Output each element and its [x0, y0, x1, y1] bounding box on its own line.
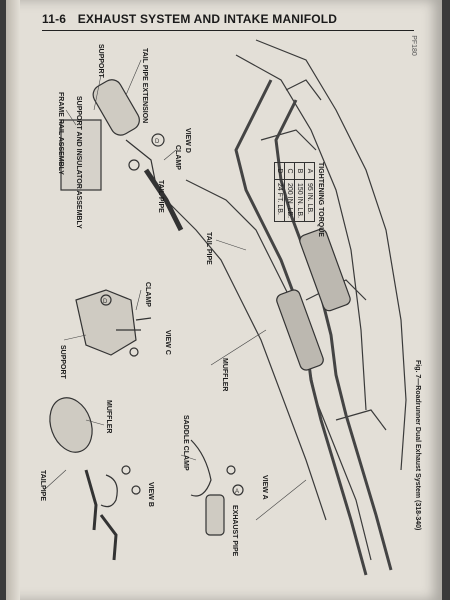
- label-saddle-clamp: SADDLE CLAMP: [182, 415, 189, 471]
- page-header: 11-6 EXHAUST SYSTEM AND INTAKE MANIFOLD: [42, 12, 422, 30]
- torque-title: TIGHTENING TORQUE: [317, 162, 324, 237]
- svg-text:A: A: [235, 489, 239, 495]
- label-view-c: VIEW C: [164, 330, 171, 355]
- torque-key: C: [284, 162, 295, 180]
- label-tail-pipe-main: TAIL PIPE: [205, 232, 212, 265]
- torque-value: 200 IN. LB.: [284, 179, 295, 222]
- torque-value: 24 FT. LB.: [274, 179, 285, 222]
- muffler-shapes: [276, 228, 351, 371]
- label-exhaust-pipe: EXHAUST PIPE: [231, 505, 238, 557]
- exhaust-pipes: [234, 79, 393, 576]
- leader-lines: [43, 59, 307, 521]
- label-view-b: VIEW B: [147, 482, 154, 507]
- label-muffler-main: MUFFLER: [221, 358, 228, 392]
- svg-text:D: D: [103, 299, 108, 305]
- torque-key: A: [304, 162, 315, 180]
- torque-key: D: [274, 162, 285, 180]
- header-rule: [42, 30, 414, 31]
- label-tailpipe-b: TAILPIPE: [39, 470, 46, 501]
- label-support-top: SUPPORT: [97, 44, 104, 78]
- label-support-and-insulator: SUPPORT AND INSULATOR ASSEMBLY: [75, 96, 82, 229]
- label-clamp-d: CLAMP: [174, 145, 181, 170]
- view-d-detail: D: [60, 79, 184, 232]
- svg-text:D: D: [155, 139, 160, 145]
- torque-key: B: [294, 162, 305, 180]
- label-view-d: VIEW D: [184, 128, 191, 153]
- manual-page: 11-6 EXHAUST SYSTEM AND INTAKE MANIFOLD …: [6, 0, 442, 600]
- torque-value: 95 IN. LB.: [304, 179, 315, 222]
- label-muffler-b: MUFFLER: [105, 400, 112, 434]
- view-c-detail: D: [75, 289, 152, 357]
- label-frame-rail-assembly: FRAME RAIL ASSEMBLY: [57, 92, 64, 175]
- label-tail-pipe-d: TAIL PIPE: [157, 180, 164, 213]
- view-a-detail: A: [190, 439, 244, 536]
- label-tail-pipe-extension: TAIL PIPE EXTENSION: [141, 48, 148, 124]
- view-b-detail: [49, 397, 141, 561]
- figure-caption: Fig. 7—Roadrunner Dual Exhaust System (3…: [414, 360, 421, 531]
- section-title: EXHAUST SYSTEM AND INTAKE MANIFOLD: [77, 12, 338, 26]
- page-number: 11-6: [42, 12, 67, 26]
- page-spine-shadow: [6, 0, 20, 600]
- exhaust-diagram: D D A: [43, 39, 407, 576]
- label-clamp-c: CLAMP: [144, 282, 151, 307]
- label-view-a: VIEW A: [261, 475, 268, 500]
- label-support-c: SUPPORT: [59, 345, 66, 379]
- torque-value: 150 IN. LB.: [294, 179, 305, 222]
